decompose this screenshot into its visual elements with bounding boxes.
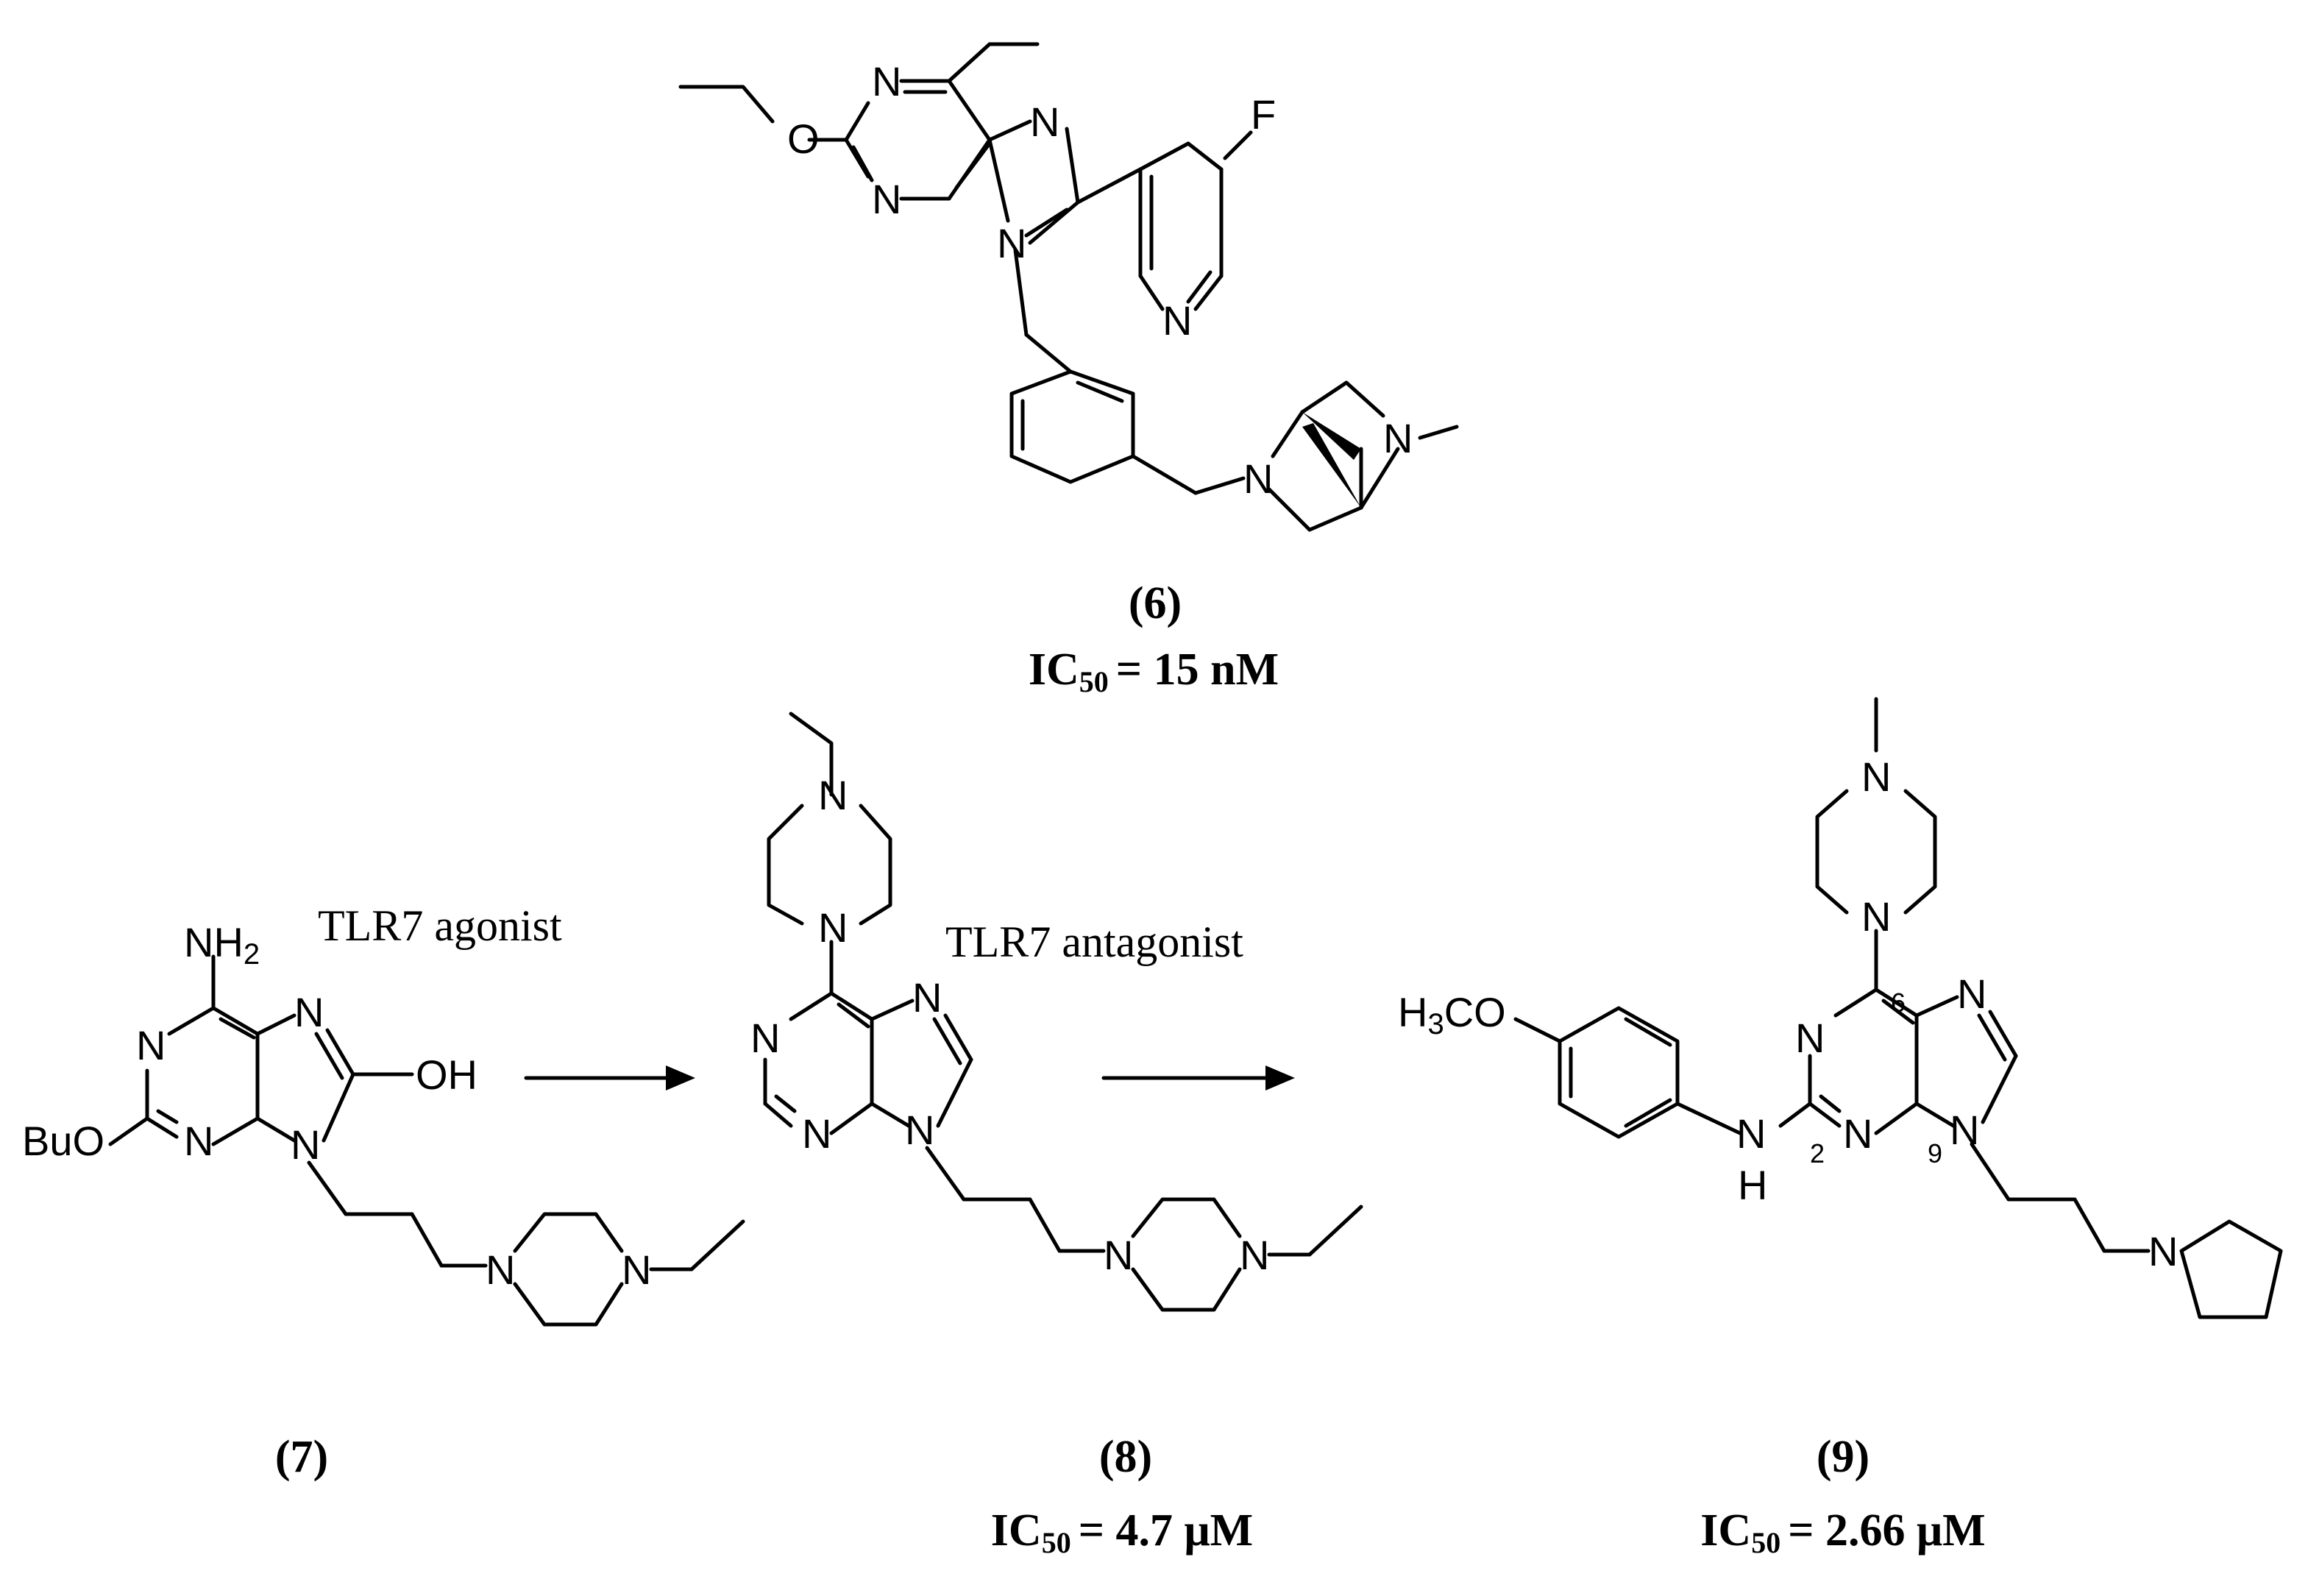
atom-N: N — [912, 974, 942, 1021]
atom-O: O — [787, 116, 820, 162]
atom-N: N — [291, 1121, 320, 1168]
compound-9-atoms: N N N N N N N N H H3CO 6 2 9 — [1398, 753, 2178, 1274]
compound-9-ic50: IC50= 2.66 μM — [1700, 1505, 1985, 1559]
compound-6-ic50: IC50= 15 nM — [1029, 645, 1279, 698]
atom-N: N — [1383, 415, 1413, 461]
atom-N: N — [997, 220, 1026, 266]
arrow-1 — [524, 1065, 695, 1090]
atom-F: F — [1251, 91, 1276, 138]
atom-OH: OH — [416, 1051, 477, 1098]
atom-N: N — [1950, 1107, 1979, 1153]
compound-8-ic50: IC50= 4.7 μM — [991, 1505, 1253, 1559]
atom-N: N — [818, 904, 848, 951]
position-2-label: 2 — [1810, 1138, 1825, 1168]
atom-N: N — [818, 772, 848, 818]
atom-N: N — [1795, 1015, 1825, 1061]
arrow-2-label: TLR7 antagonist — [945, 918, 1243, 966]
atom-H: H — [1738, 1162, 1767, 1208]
arrow-1-label: TLR7 agonist — [318, 901, 562, 950]
compound-8-structure — [763, 712, 1363, 1312]
atom-N: N — [1030, 99, 1059, 145]
atom-N: N — [750, 1015, 780, 1061]
compound-8-caption: (8) IC50= 4.7 μM — [991, 1432, 1253, 1559]
compound-6-structure — [678, 42, 1459, 532]
atom-N: N — [1243, 455, 1273, 502]
atom-N: N — [1736, 1110, 1766, 1157]
compound-8-atoms: N N N N N N N N — [750, 772, 1269, 1278]
atom-N: N — [1240, 1232, 1269, 1278]
compound-9-label: (9) — [1817, 1432, 1870, 1482]
compound-6-label: (6) — [1129, 578, 1182, 628]
atom-N: N — [1861, 893, 1891, 940]
compound-7-atoms: NH2 N BuO N N OH N N N — [22, 919, 651, 1293]
atom-N: N — [905, 1107, 934, 1153]
compound-9-structure — [1513, 697, 2283, 1319]
atom-N: N — [1861, 753, 1891, 800]
atom-N: N — [486, 1246, 515, 1293]
compound-7-structure — [108, 954, 745, 1327]
compound-6-atoms: O N N N N F N N N — [787, 58, 1413, 502]
atom-NH2: NH2 — [184, 919, 260, 971]
atom-N: N — [1843, 1110, 1872, 1157]
position-6-label: 6 — [1891, 987, 1906, 1018]
atom-N: N — [1957, 971, 1986, 1017]
compound-6-caption: (6) IC50= 15 nM — [1029, 578, 1279, 698]
atom-H3CO: H3CO — [1398, 989, 1506, 1040]
atom-N: N — [872, 176, 901, 222]
atom-N: N — [136, 1022, 166, 1068]
atom-N: N — [294, 989, 324, 1035]
atom-N: N — [1104, 1232, 1133, 1278]
atom-N: N — [2148, 1228, 2178, 1274]
atom-N: N — [872, 58, 901, 104]
position-9-label: 9 — [1928, 1138, 1942, 1168]
compound-9-caption: (9) IC50= 2.66 μM — [1700, 1432, 1985, 1559]
compound-7-label: (7) — [275, 1432, 328, 1482]
atom-BuO: BuO — [22, 1118, 104, 1164]
arrow-2 — [1101, 1065, 1295, 1090]
atom-N: N — [622, 1246, 651, 1293]
atom-N: N — [1162, 297, 1192, 344]
atom-N: N — [802, 1110, 831, 1157]
compound-8-label: (8) — [1099, 1432, 1152, 1482]
atom-N: N — [184, 1118, 213, 1164]
